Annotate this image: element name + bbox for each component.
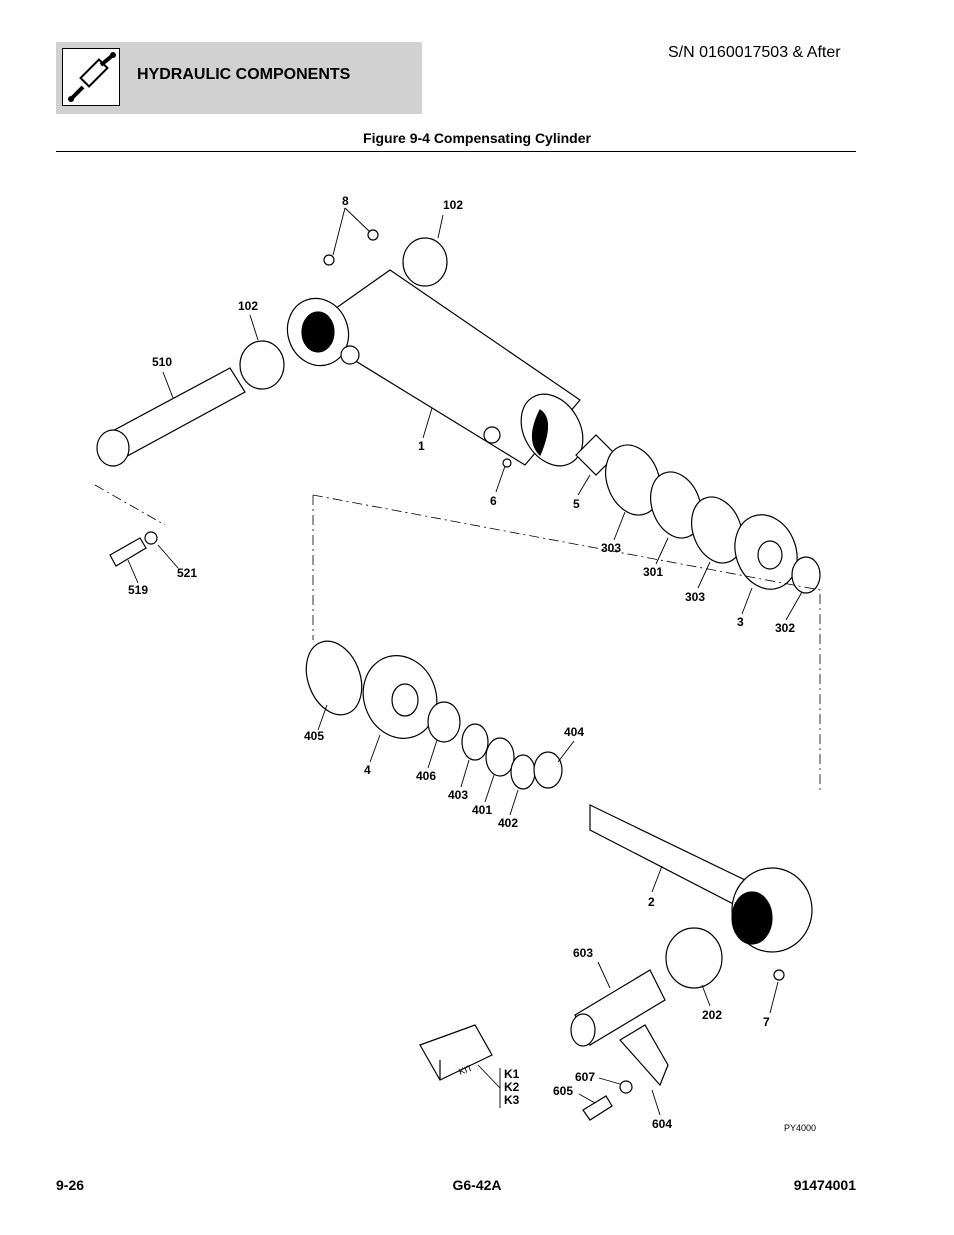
seal-403 <box>461 723 489 761</box>
callout-labels: 8 102 102 510 1 6 5 303 301 303 3 302 52… <box>128 194 795 1131</box>
piston-rod-2 <box>589 804 746 911</box>
callout-k2: K2 <box>504 1080 520 1094</box>
callout-4: 4 <box>364 763 371 777</box>
washer-521 <box>144 531 158 545</box>
serial-number: S/N 0160017503 & After <box>668 44 841 61</box>
callout-2: 2 <box>648 895 655 909</box>
callout-403: 403 <box>448 788 468 802</box>
bushing-202 <box>665 927 723 989</box>
callout-604: 604 <box>652 1117 672 1131</box>
callout-1: 1 <box>418 439 425 453</box>
callout-519: 519 <box>128 583 148 597</box>
drawing-code: PY4000 <box>784 1123 816 1133</box>
figure-title: Figure 9-4 Compensating Cylinder <box>363 130 591 146</box>
nut-404 <box>533 751 563 789</box>
seal-303b <box>691 496 743 564</box>
hydraulic-cylinder-icon <box>62 48 120 106</box>
callout-202: 202 <box>702 1008 722 1022</box>
bushing-left <box>239 340 285 390</box>
callout-102b: 102 <box>238 299 258 313</box>
seal-401 <box>485 737 515 777</box>
callout-510: 510 <box>152 355 172 369</box>
callout-521: 521 <box>177 566 197 580</box>
leader-lines <box>127 207 803 1116</box>
fitting-8a <box>323 254 335 266</box>
seal-402 <box>510 754 536 790</box>
fitting-7 <box>773 969 785 981</box>
barrel-port-2 <box>483 426 501 444</box>
callout-404: 404 <box>564 725 584 739</box>
callout-302: 302 <box>775 621 795 635</box>
model-number: G6-42A <box>452 1177 502 1193</box>
kit-box <box>419 1024 493 1081</box>
callout-102a: 102 <box>443 198 463 212</box>
barrel-port <box>340 345 360 365</box>
bolt-519 <box>109 537 147 567</box>
callout-6: 6 <box>490 494 497 508</box>
callout-303b: 303 <box>685 590 705 604</box>
callout-303a: 303 <box>601 541 621 555</box>
spacer-406 <box>427 701 461 743</box>
centerline-c <box>94 484 166 526</box>
seal-303a <box>605 444 661 516</box>
bushing-right <box>402 237 448 287</box>
fitting-8b <box>367 229 379 241</box>
manual-part-number: 91474001 <box>793 1177 856 1193</box>
callout-405: 405 <box>304 729 324 743</box>
callout-3: 3 <box>737 615 744 629</box>
bolt-605 <box>582 1095 613 1121</box>
page-number: 9-26 <box>56 1177 85 1193</box>
callout-301: 301 <box>643 565 663 579</box>
callout-k1: K1 <box>504 1067 520 1081</box>
pin-head <box>96 429 130 467</box>
washer-607 <box>619 1080 633 1094</box>
callout-5: 5 <box>573 497 580 511</box>
plate-604 <box>619 1024 669 1087</box>
callout-402: 402 <box>498 816 518 830</box>
callout-406: 406 <box>416 769 436 783</box>
ring-405 <box>305 640 363 716</box>
section-title: HYDRAULIC COMPONENTS <box>137 66 351 83</box>
callout-603: 603 <box>573 946 593 960</box>
wiper-302 <box>791 556 821 594</box>
cylinder-barrel-body <box>303 269 581 466</box>
callout-7: 7 <box>763 1015 770 1029</box>
callout-8: 8 <box>342 194 349 208</box>
callout-k3: K3 <box>504 1093 520 1107</box>
fitting-6 <box>502 458 512 468</box>
kit-box-label: KIT <box>457 1063 474 1077</box>
centerline-b <box>312 494 821 790</box>
callout-401: 401 <box>472 803 492 817</box>
header-rule <box>56 151 856 152</box>
callout-605: 605 <box>553 1084 573 1098</box>
callout-607: 607 <box>575 1070 595 1084</box>
seal-301 <box>650 471 702 539</box>
